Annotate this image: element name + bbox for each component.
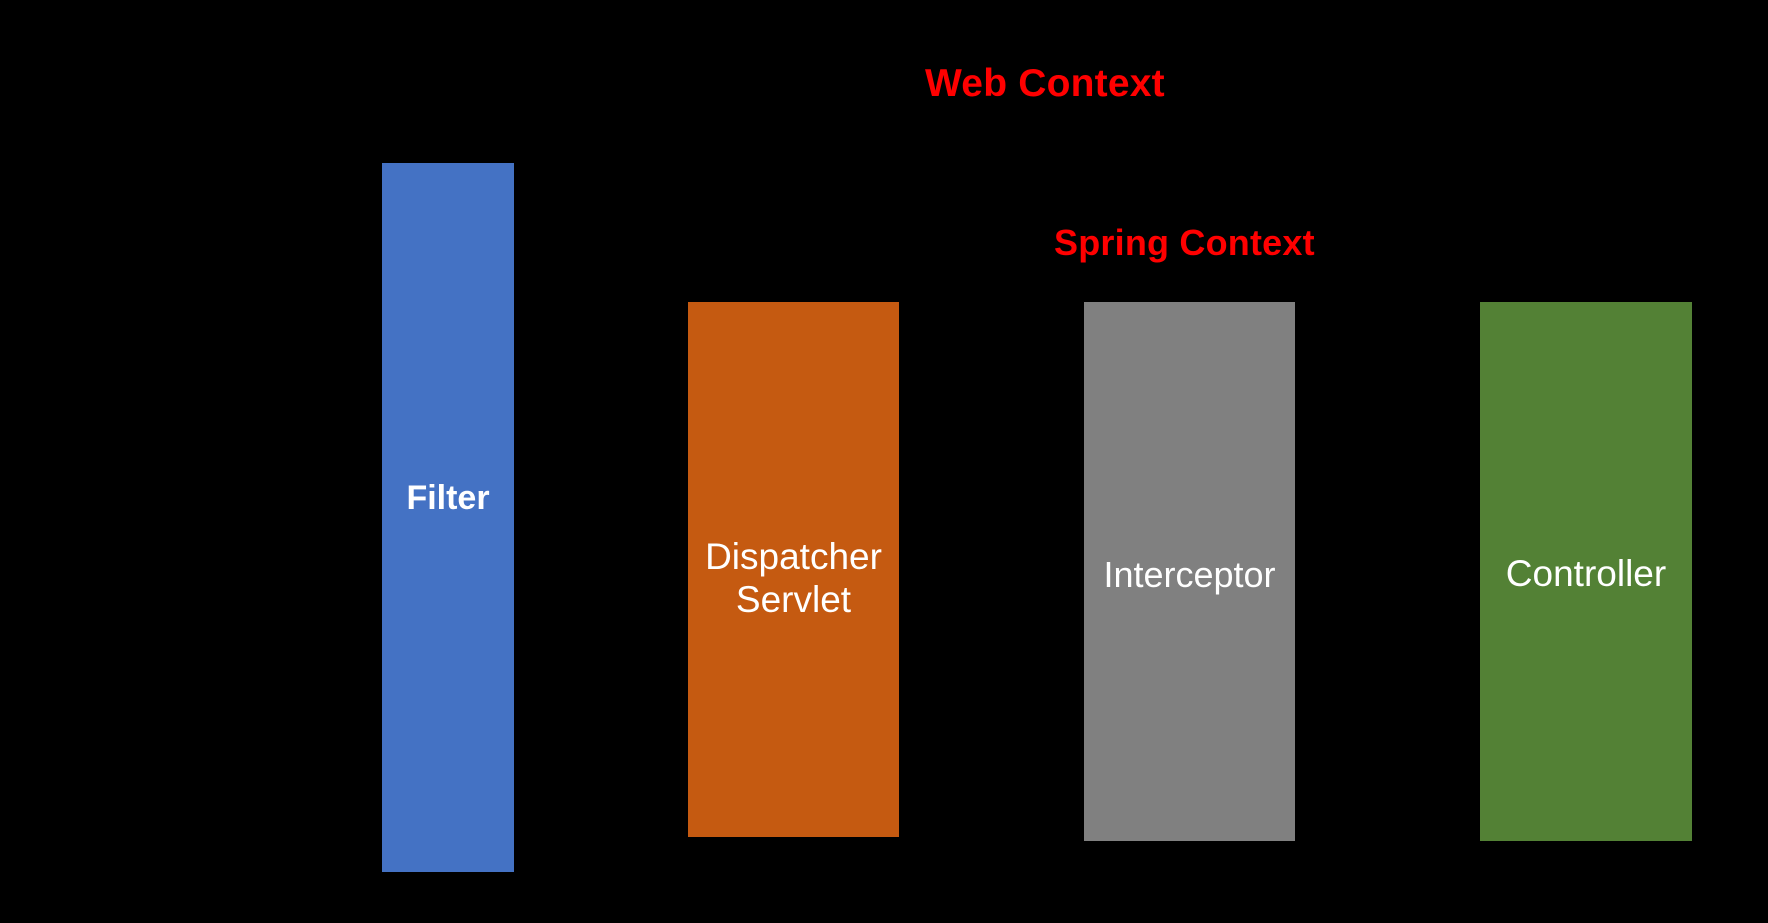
bar-controller-label: Controller bbox=[1505, 553, 1667, 595]
bar-controller: Controller bbox=[1480, 302, 1692, 841]
web-context-label: Web Context bbox=[925, 62, 1165, 105]
bar-interceptor: Interceptor bbox=[1084, 302, 1295, 841]
bar-filter: Filter bbox=[382, 163, 514, 872]
bar-interceptor-label: Interceptor bbox=[1103, 553, 1276, 595]
bar-filter-label: Filter bbox=[406, 478, 490, 517]
spring-context-label: Spring Context bbox=[1054, 222, 1315, 263]
bar-dispatcher-servlet-label: Dispatcher Servlet bbox=[705, 535, 882, 620]
bar-dispatcher-servlet: Dispatcher Servlet bbox=[688, 302, 899, 837]
